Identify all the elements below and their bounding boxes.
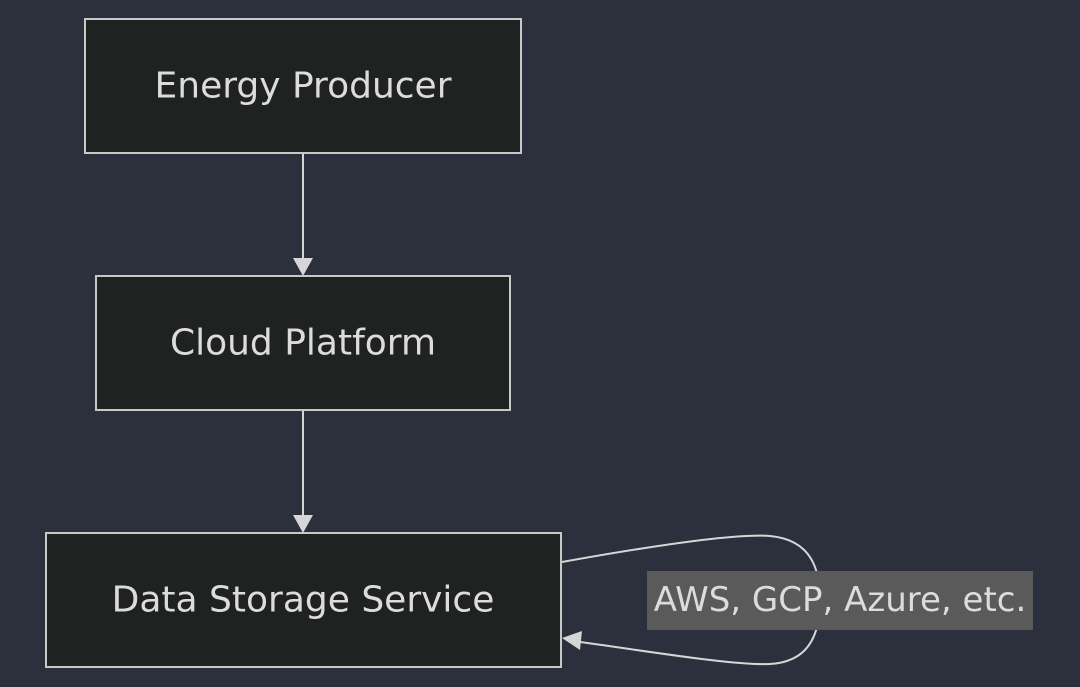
edge-cloud-to-storage <box>293 410 313 533</box>
node-box <box>45 532 562 668</box>
node-cloud-platform[interactable]: Cloud Platform <box>95 275 511 411</box>
node-label: Cloud Platform <box>170 323 436 364</box>
arrowhead <box>562 631 582 650</box>
arrowhead <box>293 258 313 276</box>
node-data-storage-service[interactable]: Data Storage Service <box>45 532 562 668</box>
edge-label-background <box>647 571 1033 630</box>
node-box <box>84 18 522 154</box>
edge-energy-to-cloud <box>293 153 313 276</box>
node-label: Data Storage Service <box>112 580 495 621</box>
arrowhead <box>293 515 313 533</box>
node-box <box>95 275 511 411</box>
edge-label-self-loop: AWS, GCP, Azure, etc. <box>647 571 1033 630</box>
node-energy-producer[interactable]: Energy Producer <box>84 18 522 154</box>
node-label: Energy Producer <box>155 66 452 107</box>
edge-label-text: AWS, GCP, Azure, etc. <box>654 580 1027 620</box>
